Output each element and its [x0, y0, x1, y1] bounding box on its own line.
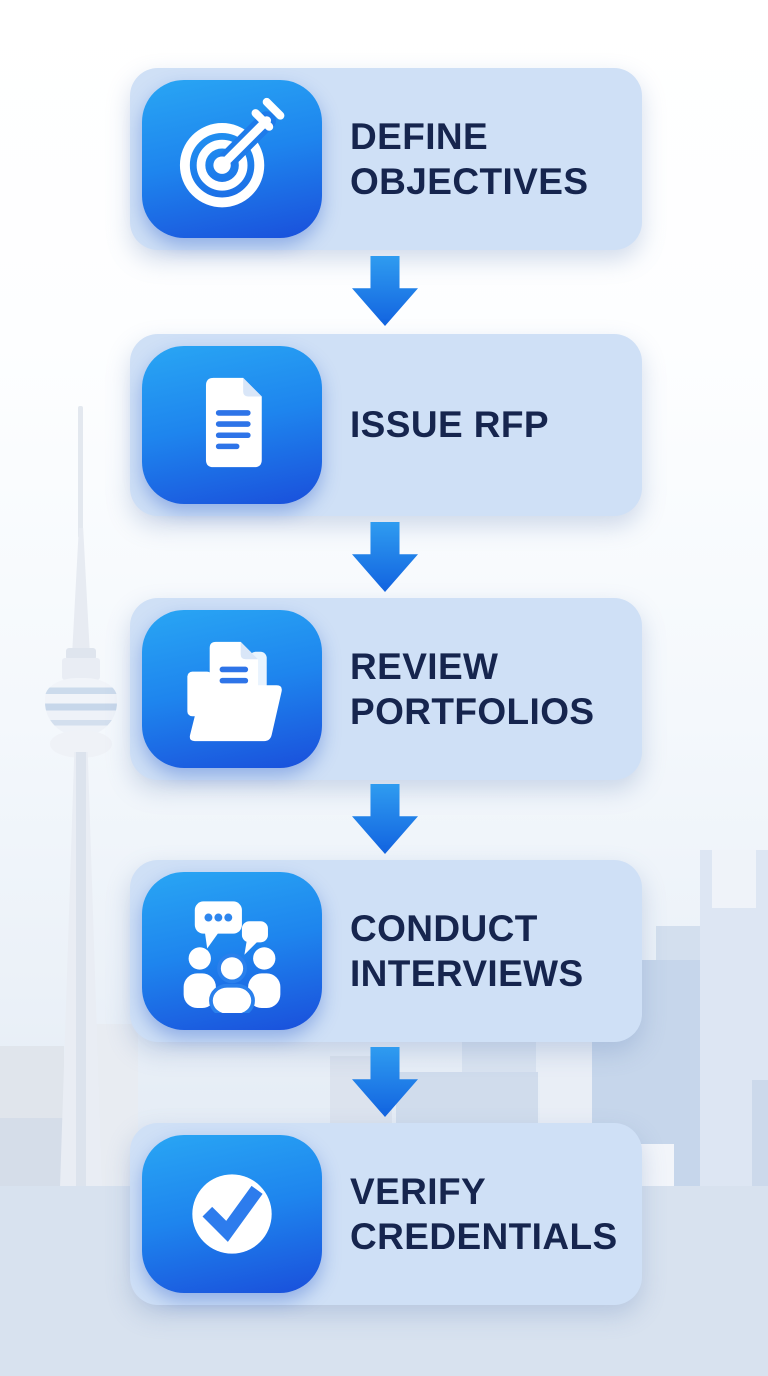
step-title: Verify Credentials: [350, 1170, 618, 1257]
check-circle-icon: [142, 1135, 322, 1293]
cn-tower-collar: [66, 648, 96, 660]
building: [752, 1080, 768, 1190]
cn-tower-pod: [45, 678, 117, 736]
cn-tower-antenna: [78, 406, 83, 538]
step-card-issue-rfp: Issue RFP: [130, 334, 642, 516]
step-card-define-objectives: Define Objectives: [130, 68, 642, 250]
cn-tower-shaft: [60, 752, 102, 1188]
people-discussion-icon: [142, 872, 322, 1030]
target-icon: [142, 80, 322, 238]
step-title: Review Portfolios: [350, 645, 595, 732]
cn-tower-spire: [72, 528, 90, 656]
step-card-verify-credentials: Verify Credentials: [130, 1123, 642, 1305]
building: [712, 850, 756, 908]
folder-documents-icon: [142, 610, 322, 768]
cn-tower-upper-deck: [62, 658, 100, 680]
step-title: Define Objectives: [350, 115, 589, 202]
step-title: Conduct Interviews: [350, 907, 584, 994]
step-title: Issue RFP: [350, 404, 549, 446]
step-card-conduct-interviews: Conduct Interviews: [130, 860, 642, 1042]
step-card-review-portfolios: Review Portfolios: [130, 598, 642, 780]
document-icon: [142, 346, 322, 504]
